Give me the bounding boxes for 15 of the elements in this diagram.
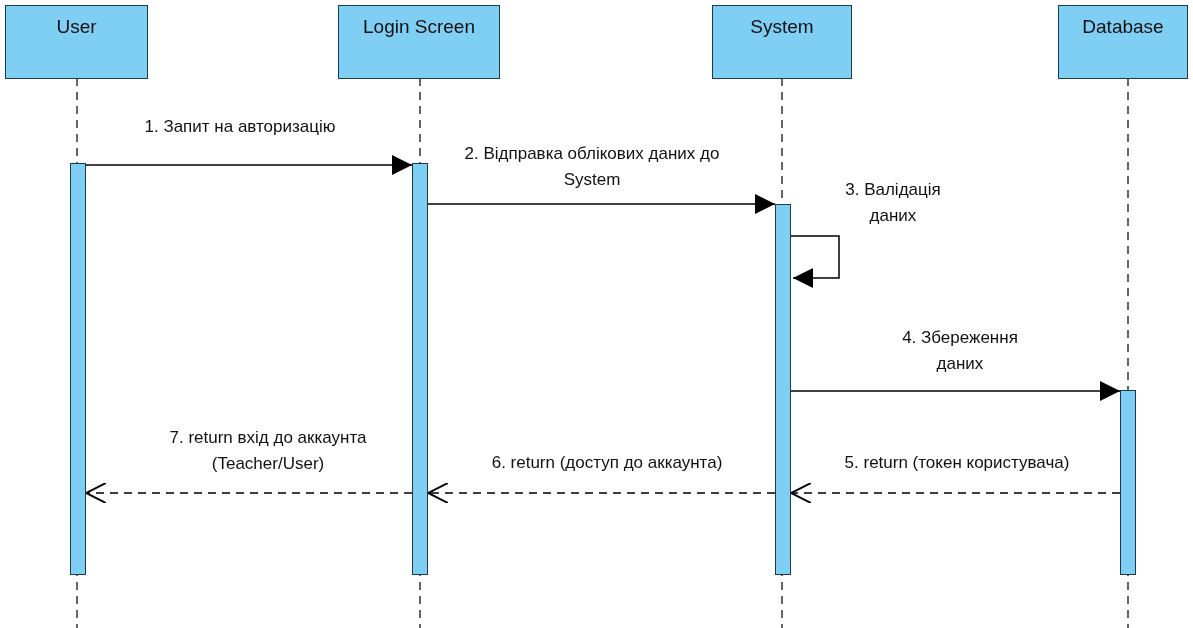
message-arrow <box>790 235 840 288</box>
message-arrow <box>85 482 413 504</box>
message-arrow <box>790 381 1121 401</box>
lifeline-header: System <box>712 5 852 79</box>
lifeline-header: User <box>5 5 148 79</box>
activation-bar <box>775 204 791 575</box>
message-arrow <box>427 482 776 504</box>
message-arrow <box>85 155 413 175</box>
message-arrow <box>427 194 776 214</box>
activation-bar <box>70 163 86 575</box>
activation-bar <box>1120 390 1136 575</box>
lifeline-header: Database <box>1058 5 1188 79</box>
message-arrow <box>790 482 1121 504</box>
lifeline-header: Login Screen <box>338 5 500 79</box>
activation-bar <box>412 163 428 575</box>
